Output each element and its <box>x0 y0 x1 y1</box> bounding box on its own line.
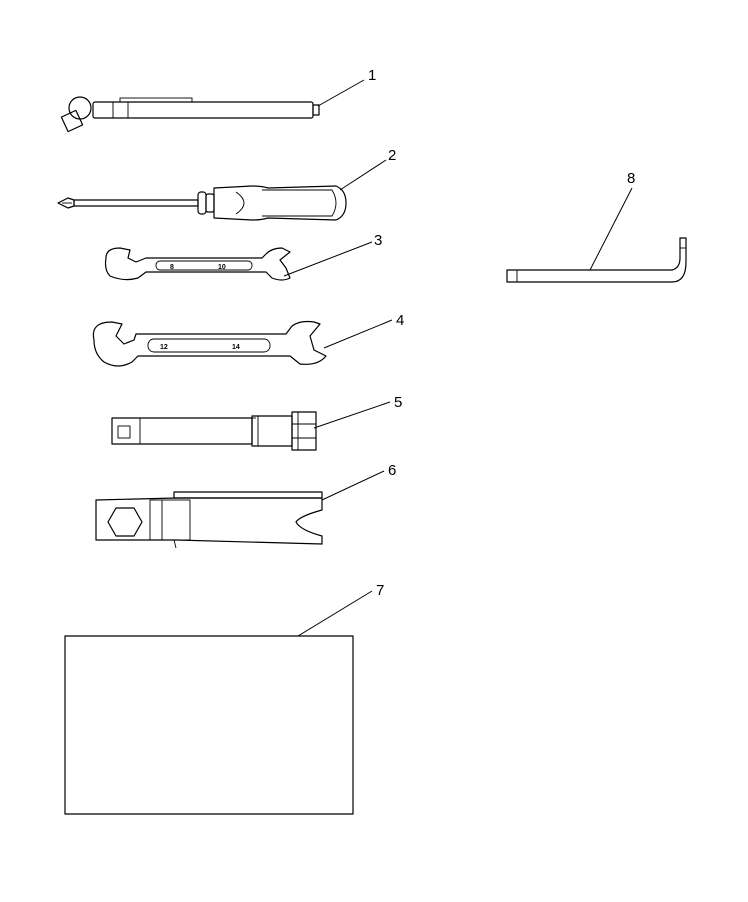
tool-6-pliers <box>95 491 323 549</box>
callout-4: 4 <box>396 312 404 329</box>
item-7-manual <box>64 635 354 815</box>
leader-2 <box>339 159 387 191</box>
leader-4 <box>323 319 393 349</box>
wrench-3-size-right: 10 <box>218 264 226 271</box>
tool-5-plug-socket <box>111 411 317 451</box>
callout-5: 5 <box>394 394 402 411</box>
callout-3: 3 <box>374 232 382 249</box>
leader-8 <box>589 187 633 271</box>
callout-2: 2 <box>388 147 396 164</box>
callout-8: 8 <box>627 170 635 187</box>
wrench-4-size-left: 12 <box>160 344 168 351</box>
leader-7 <box>297 590 373 637</box>
callout-7: 7 <box>376 582 384 599</box>
tool-8-hex-key <box>506 237 687 283</box>
tool-2-screwdriver <box>57 185 347 221</box>
leader-6 <box>321 470 385 501</box>
wrench-4-size-right: 14 <box>232 344 240 351</box>
tool-4-wrench-12-14 <box>92 320 327 367</box>
callout-6: 6 <box>388 462 396 479</box>
wrench-3-size-left: 8 <box>170 264 174 271</box>
leader-5 <box>313 401 391 429</box>
leader-1 <box>317 79 365 107</box>
leader-3 <box>283 241 373 277</box>
tool-1-handle-bar <box>60 96 320 133</box>
callout-1: 1 <box>368 67 376 84</box>
tool-3-wrench-8-10 <box>104 247 291 281</box>
